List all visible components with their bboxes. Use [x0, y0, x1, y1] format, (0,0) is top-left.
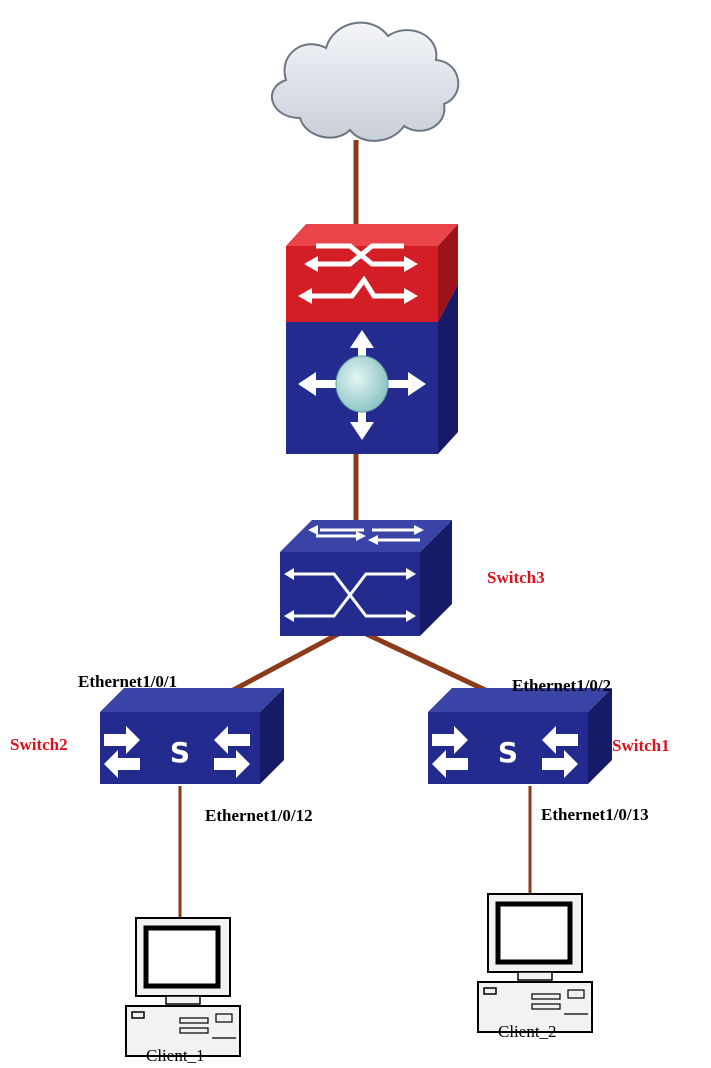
client1-label: Client_1 [146, 1046, 205, 1065]
switch2-uplink-port-label: Ethernet1/0/1 [78, 672, 178, 691]
switch1-client-port-label: Ethernet1/0/13 [541, 805, 649, 824]
workstation-icon [125, 917, 241, 1057]
workstation-icon [477, 893, 593, 1033]
switch1-uplink-port-label: Ethernet1/0/2 [512, 676, 612, 695]
svg-text:S: S [170, 736, 190, 769]
four-way-arrows-icon [298, 330, 426, 440]
client2-label: Client_2 [498, 1022, 557, 1041]
svg-text:S: S [498, 736, 518, 769]
multilayer-switch-icon [286, 224, 458, 454]
cloud-icon [270, 21, 460, 142]
layer2-switch-icon [280, 520, 452, 636]
access-switch-icon: S [100, 688, 284, 784]
crossed-arrows-icon [304, 243, 418, 272]
access-switch-icon: S [428, 688, 612, 784]
route-arrow-icon [298, 275, 418, 304]
switch3-label: Switch3 [487, 568, 545, 587]
switch2-client-port-label: Ethernet1/0/12 [205, 806, 313, 825]
switch1-label: Switch1 [612, 736, 670, 755]
switch2-label: Switch2 [10, 735, 68, 754]
